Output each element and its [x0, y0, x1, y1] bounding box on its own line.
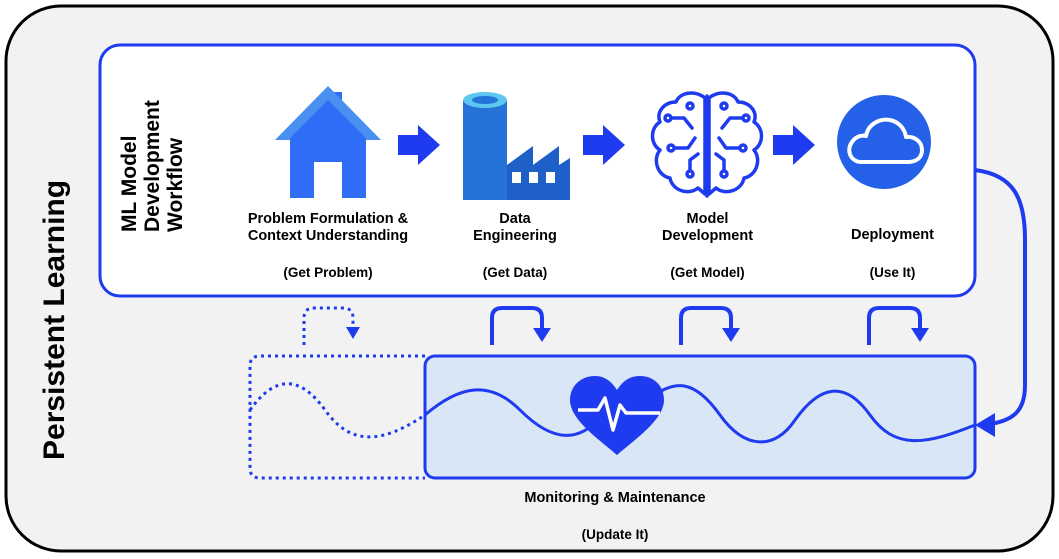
stage-deployment-name-line-1: Deployment	[851, 227, 934, 243]
stage-deployment-name: Deployment	[830, 227, 955, 244]
stage3-update-arrow	[679, 306, 740, 345]
monitoring-panel	[423, 354, 977, 480]
stage-model-name: Model Development	[645, 211, 770, 244]
factory-icon	[463, 92, 570, 200]
stage-model-name-line-1: Model	[686, 211, 729, 227]
workflow-title-line-1: ML Model	[118, 135, 141, 232]
feedback-loop-arrow	[974, 168, 1027, 427]
cloud-icon	[837, 95, 931, 189]
flow-arrow-1	[398, 125, 440, 165]
workflow-title-line-2: Development	[141, 100, 164, 232]
stage-problem-name: Problem Formulation & Context Understand…	[225, 211, 431, 244]
monitoring-label: Monitoring & Maintenance	[524, 490, 706, 506]
stage4-update-arrow	[867, 306, 929, 345]
feedback-loop-arrowhead	[975, 413, 995, 437]
stage-data-name: Data Engineering	[455, 211, 575, 244]
persistent-learning-label: Persistent Learning	[38, 179, 71, 460]
heart-pulse-icon	[570, 376, 664, 455]
wave-dotted	[248, 382, 426, 439]
stage-model-goal: (Get Model)	[670, 265, 745, 280]
flow-arrow-3	[773, 125, 815, 165]
house-icon	[275, 86, 381, 198]
flow-arrow-2	[583, 125, 625, 165]
workflow-title-line-3: Workflow	[164, 137, 187, 232]
monitoring-dotted-outline	[248, 354, 425, 480]
stage1-update-arrowhead	[346, 327, 360, 339]
stage-model-name-line-2: Development	[661, 227, 754, 244]
stage2-update-arrow	[490, 306, 551, 345]
stage-data-name-line-2: Engineering	[473, 227, 557, 244]
monitoring-goal: (Update It)	[581, 527, 649, 542]
stage1-update-arrow	[302, 306, 355, 345]
stage-problem-name-line-2: Context Understanding	[247, 227, 409, 244]
stage-data-goal: (Get Data)	[482, 265, 548, 280]
wave-solid	[424, 384, 976, 444]
brain-circuit-icon	[650, 91, 764, 198]
stage-data-name-line-1: Data	[499, 211, 531, 227]
stage-problem-goal: (Get Problem)	[283, 265, 373, 280]
stage-deployment-goal: (Use It)	[869, 265, 916, 280]
stage-problem-name-line-1: Problem Formulation &	[247, 211, 409, 227]
